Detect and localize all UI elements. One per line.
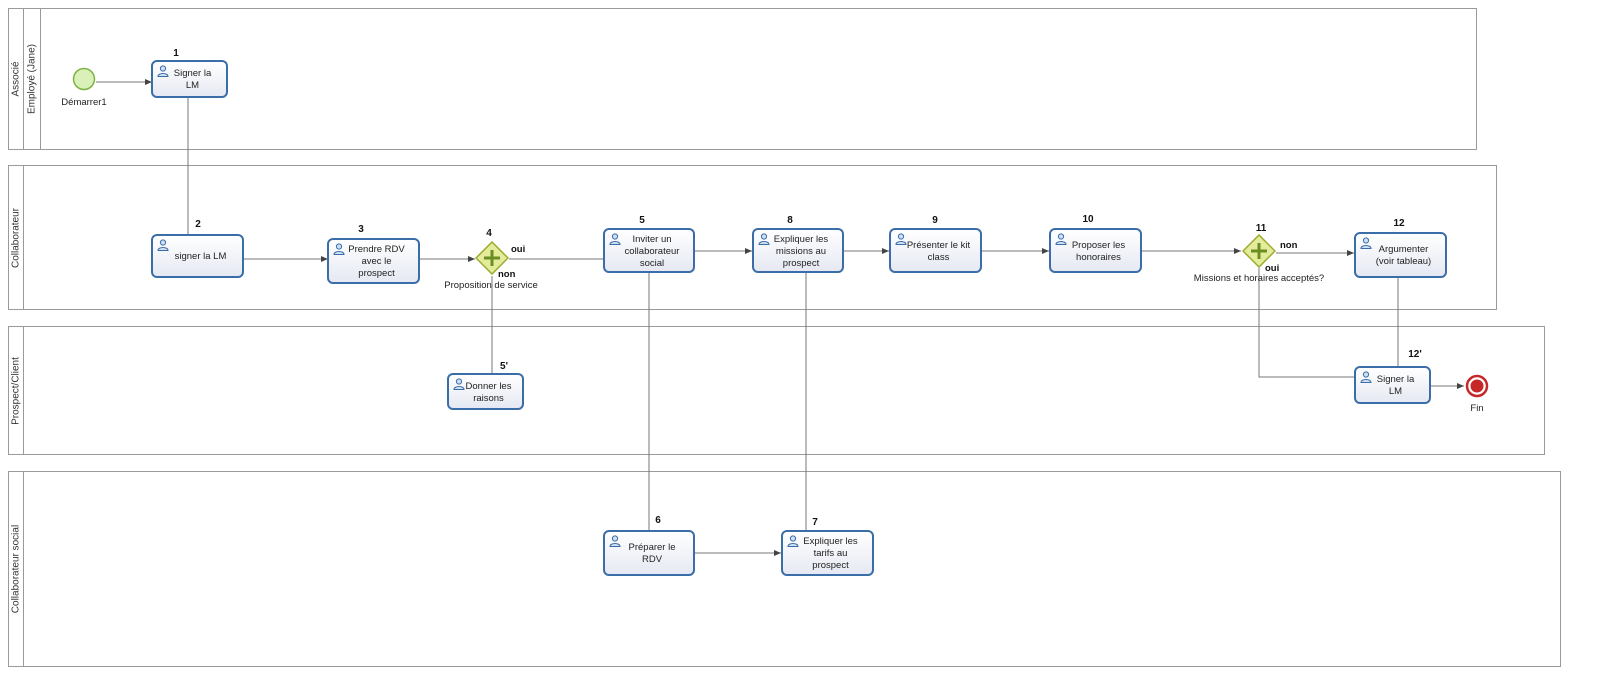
end-event-icon[interactable] bbox=[1465, 374, 1489, 398]
user-icon bbox=[787, 535, 799, 547]
pool-associe: Associé Employé (Jane) bbox=[8, 8, 1477, 150]
task-expliquer-les-tarifs[interactable]: Expliquer les tarifs au prospect bbox=[781, 530, 874, 576]
task-12-number: 12 bbox=[1393, 218, 1405, 229]
flow-g11-t12p bbox=[1258, 268, 1354, 378]
task-label: Proposer les honoraires bbox=[1071, 239, 1126, 263]
task-proposer-les-honoraires[interactable]: Proposer les honoraires bbox=[1049, 228, 1142, 273]
task-label: Donner les raisons bbox=[465, 380, 512, 404]
task-inviter-collaborateur-social[interactable]: Inviter un collaborateur social bbox=[603, 228, 695, 273]
gateway-11-no-label: non bbox=[1280, 240, 1298, 251]
lane-header-prospect: Prospect/Client bbox=[9, 327, 24, 454]
task-label: signer la LM bbox=[174, 251, 227, 262]
task-12p-number: 12' bbox=[1408, 349, 1422, 360]
start-event-icon[interactable] bbox=[72, 67, 96, 91]
task-signer-la-lm-collaborateur[interactable]: signer la LM bbox=[151, 234, 244, 278]
task-10-number: 10 bbox=[1082, 214, 1094, 225]
task-label: Présenter le kit class bbox=[906, 239, 971, 263]
task-expliquer-les-missions[interactable]: Expliquer les missions au prospect bbox=[752, 228, 844, 273]
user-icon bbox=[895, 233, 907, 245]
task-label: Signer la LM bbox=[1376, 374, 1415, 397]
user-icon bbox=[609, 233, 621, 245]
task-signer-la-lm-associe[interactable]: Signer la LM bbox=[151, 60, 228, 98]
task-prendre-rdv[interactable]: Prendre RDV avec le prospect bbox=[327, 238, 420, 284]
task-9-number: 9 bbox=[932, 215, 938, 226]
parallel-gateway-icon[interactable] bbox=[1242, 234, 1276, 268]
task-argumenter[interactable]: Argumenter (voir tableau) bbox=[1354, 232, 1447, 278]
start-event-circle bbox=[72, 67, 96, 91]
task-8-number: 8 bbox=[787, 215, 793, 226]
task-1-number: 1 bbox=[173, 48, 179, 59]
task-label: Argumenter (voir tableau) bbox=[1375, 244, 1432, 267]
task-signer-la-lm-client[interactable]: Signer la LM bbox=[1354, 366, 1431, 404]
gateway-4-no-label: non bbox=[498, 269, 516, 280]
task-2-number: 2 bbox=[195, 219, 201, 230]
task-presenter-le-kit-class[interactable]: Présenter le kit class bbox=[889, 228, 982, 273]
parallel-gateway-icon[interactable] bbox=[475, 241, 509, 275]
task-label: Préparer le RDV bbox=[628, 542, 676, 565]
task-label: Expliquer les missions au prospect bbox=[773, 233, 829, 269]
gateway-4-number: 4 bbox=[486, 228, 492, 239]
gateway-4-yes-label: oui bbox=[511, 244, 526, 255]
lane-header-collab-social: Collaborateur social bbox=[9, 472, 24, 666]
user-icon bbox=[453, 378, 465, 390]
task-3-number: 3 bbox=[358, 224, 364, 235]
gateway-11-yes-label: oui bbox=[1265, 263, 1280, 274]
task-7-number: 7 bbox=[812, 517, 818, 528]
task-preparer-le-rdv[interactable]: Préparer le RDV bbox=[603, 530, 695, 576]
pool-prospect: Prospect/Client bbox=[8, 326, 1545, 455]
task-5p-number: 5' bbox=[500, 361, 508, 372]
end-event-label: Fin bbox=[1470, 403, 1484, 414]
gateway-4-label: Proposition de service bbox=[444, 280, 538, 291]
task-donner-les-raisons[interactable]: Donner les raisons bbox=[447, 373, 524, 410]
task-label: Expliquer les tarifs au prospect bbox=[803, 536, 858, 571]
task-5-number: 5 bbox=[639, 215, 645, 226]
user-icon bbox=[333, 243, 345, 255]
user-icon bbox=[758, 233, 770, 245]
user-icon bbox=[157, 65, 169, 77]
user-icon bbox=[609, 535, 621, 547]
lane-header-employe: Employé (Jane) bbox=[24, 9, 41, 149]
user-icon bbox=[1055, 233, 1067, 245]
task-label: Inviter un collaborateur social bbox=[624, 233, 680, 269]
user-icon bbox=[1360, 371, 1372, 383]
user-icon bbox=[1360, 237, 1372, 249]
lane-header-collaborateur: Collaborateur bbox=[9, 166, 24, 309]
gateway-11-label: Missions et horaires acceptés? bbox=[1193, 273, 1325, 284]
lane-header-associe: Associé bbox=[9, 9, 24, 149]
user-icon bbox=[157, 239, 169, 251]
task-label: Prendre RDV avec le prospect bbox=[348, 244, 405, 279]
task-label: Signer la LM bbox=[173, 68, 212, 91]
task-6-number: 6 bbox=[655, 515, 661, 526]
start-event-label: Démarrer1 bbox=[61, 97, 107, 108]
gateway-11-number: 11 bbox=[1255, 223, 1267, 234]
